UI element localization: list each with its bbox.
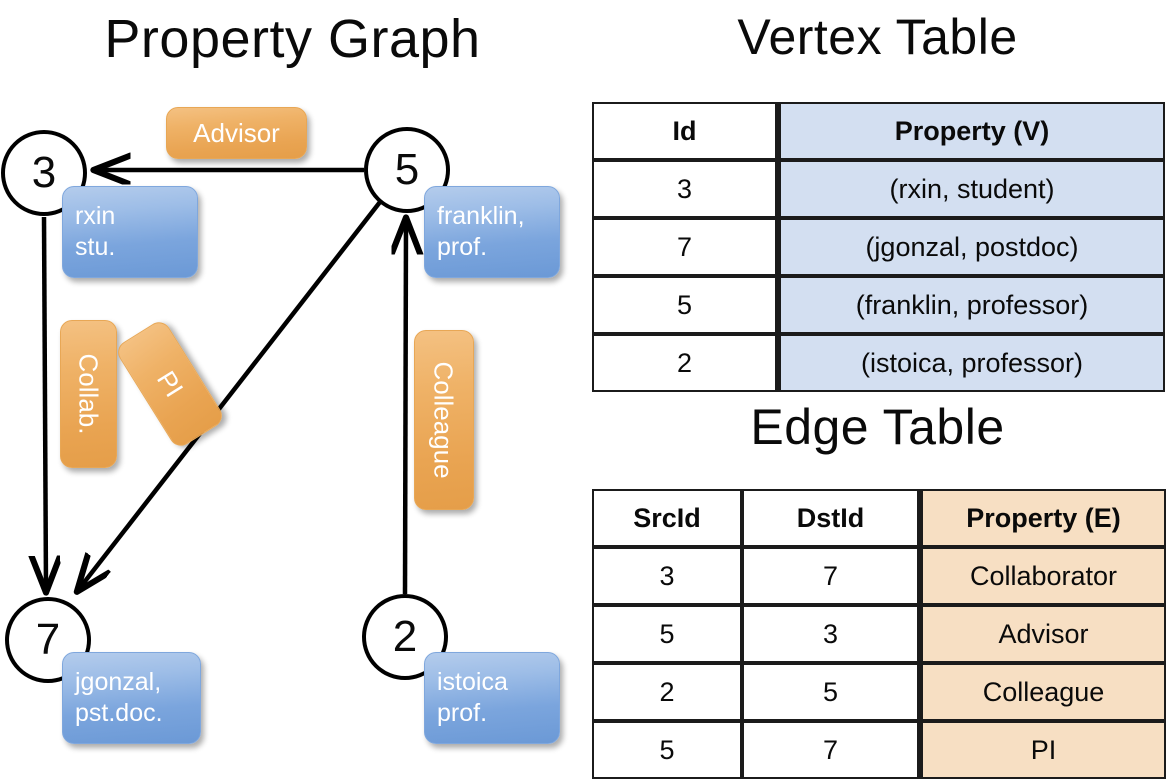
edge-row-1-srcid: 5 bbox=[592, 605, 742, 663]
edge-label-pi-text: PI bbox=[150, 365, 190, 403]
vertex-property-istoica-line1: istoica bbox=[437, 668, 508, 696]
table-row[interactable]: 2 5 Colleague bbox=[592, 663, 1166, 721]
edge-row-3-property: PI bbox=[919, 721, 1166, 779]
vertex-property-box-rxin[interactable]: rxin stu. bbox=[62, 186, 198, 278]
vertex-table-header-id: Id bbox=[592, 102, 777, 160]
edge-row-1-property: Advisor bbox=[919, 605, 1166, 663]
vertex-table-header-row: Id Property (V) bbox=[592, 102, 1165, 160]
graph-edge-arrows bbox=[0, 0, 585, 760]
table-row[interactable]: 2 (istoica, professor) bbox=[592, 334, 1165, 392]
edge-label-advisor-text: Advisor bbox=[193, 118, 280, 148]
vertex-row-2-property: (franklin, professor) bbox=[777, 276, 1165, 334]
vertex-property-jgonzal-line1: jgonzal, bbox=[75, 668, 162, 696]
vertex-table-header-property: Property (V) bbox=[777, 102, 1165, 160]
edge-table: SrcId DstId Property (E) 3 7 Collaborato… bbox=[592, 489, 1166, 779]
edge-3-to-7-collab bbox=[44, 216, 46, 589]
vertex-property-jgonzal-line2: pst.doc. bbox=[75, 699, 163, 727]
vertex-property-franklin-line1: franklin, bbox=[437, 202, 525, 230]
edge-row-0-property: Collaborator bbox=[919, 547, 1166, 605]
vertex-property-rxin-line2: stu. bbox=[75, 233, 116, 261]
edge-row-1-dstid: 3 bbox=[742, 605, 919, 663]
vertex-row-3-id: 2 bbox=[592, 334, 777, 392]
graph-node-3-label: 3 bbox=[31, 148, 57, 197]
edge-row-2-dstid: 5 bbox=[742, 663, 919, 721]
graph-node-7-label: 7 bbox=[35, 615, 61, 664]
graph-node-2-label: 2 bbox=[392, 612, 418, 661]
edge-table-header-property: Property (E) bbox=[919, 489, 1166, 547]
table-row[interactable]: 7 (jgonzal, postdoc) bbox=[592, 218, 1165, 276]
vertex-property-box-franklin[interactable]: franklin, prof. bbox=[424, 186, 560, 278]
edge-row-3-srcid: 5 bbox=[592, 721, 742, 779]
vertex-property-box-jgonzal[interactable]: jgonzal, pst.doc. bbox=[62, 652, 201, 744]
vertex-property-franklin-line2: prof. bbox=[437, 233, 488, 261]
vertex-row-0-property: (rxin, student) bbox=[777, 160, 1165, 218]
graph-node-5-label: 5 bbox=[394, 145, 420, 194]
table-row[interactable]: 5 7 PI bbox=[592, 721, 1166, 779]
table-row[interactable]: 5 3 Advisor bbox=[592, 605, 1166, 663]
table-row[interactable]: 5 (franklin, professor) bbox=[592, 276, 1165, 334]
table-row[interactable]: 3 7 Collaborator bbox=[592, 547, 1166, 605]
vertex-property-box-istoica[interactable]: istoica prof. bbox=[424, 652, 560, 744]
page-title-edge-table: Edge Table bbox=[750, 399, 1005, 455]
graph-node-5[interactable]: 5 bbox=[364, 127, 450, 213]
edge-row-0-dstid: 7 bbox=[742, 547, 919, 605]
table-row[interactable]: 3 (rxin, student) bbox=[592, 160, 1165, 218]
edge-label-collab-text: Collab. bbox=[73, 353, 104, 435]
edge-table-header-dstid: DstId bbox=[742, 489, 919, 547]
vertex-table: Id Property (V) 3 (rxin, student) 7 (jgo… bbox=[592, 102, 1165, 392]
vertex-property-rxin-line1: rxin bbox=[75, 202, 116, 230]
page-title-vertex-table: Vertex Table bbox=[737, 9, 1018, 65]
edge-row-0-srcid: 3 bbox=[592, 547, 742, 605]
vertex-row-1-id: 7 bbox=[592, 218, 777, 276]
edge-5-to-7-pi bbox=[79, 200, 382, 589]
vertex-row-0-id: 3 bbox=[592, 160, 777, 218]
edge-table-header-row: SrcId DstId Property (E) bbox=[592, 489, 1166, 547]
edge-table-header-srcid: SrcId bbox=[592, 489, 742, 547]
page-title-property-graph: Property Graph bbox=[104, 9, 481, 69]
edge-row-2-srcid: 2 bbox=[592, 663, 742, 721]
vertex-row-3-property: (istoica, professor) bbox=[777, 334, 1165, 392]
vertex-row-2-id: 5 bbox=[592, 276, 777, 334]
edge-label-colleague-text: Colleague bbox=[429, 361, 459, 479]
edge-label-box-advisor[interactable]: Advisor bbox=[166, 107, 307, 159]
property-graph-diagram: 3 5 7 2 rxin stu. franklin, prof. jgonza… bbox=[0, 0, 585, 760]
edge-label-box-collab[interactable]: Collab. bbox=[60, 320, 117, 468]
vertex-row-1-property: (jgonzal, postdoc) bbox=[777, 218, 1165, 276]
graph-node-2[interactable]: 2 bbox=[362, 594, 448, 680]
edge-2-to-5-colleague bbox=[405, 221, 406, 595]
vertex-property-istoica-line2: prof. bbox=[437, 699, 488, 727]
edge-row-2-property: Colleague bbox=[919, 663, 1166, 721]
edge-row-3-dstid: 7 bbox=[742, 721, 919, 779]
edge-label-box-colleague[interactable]: Colleague bbox=[414, 330, 474, 510]
